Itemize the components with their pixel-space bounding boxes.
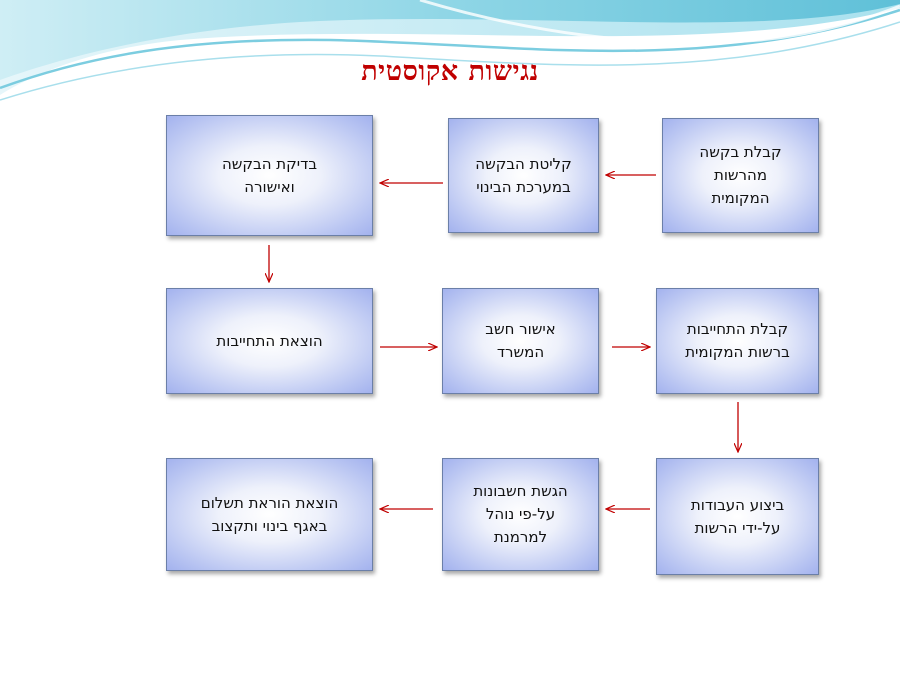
step-receive-commitment: קבלת התחייבות ברשות המקומית — [656, 288, 819, 394]
slide-title: נגישות אקוסטית — [0, 56, 900, 87]
step-perform-works: ביצוע העבודות על-ידי הרשות — [656, 458, 819, 575]
step-payment-order: הוצאת הוראת תשלום באגף בינוי ותקצוב — [166, 458, 373, 571]
header-wave-decoration — [0, 0, 900, 110]
step-receive-request: קבלת בקשה מהרשות המקומית — [662, 118, 819, 233]
step-review-approve: בדיקת הבקשה ואישורה — [166, 115, 373, 236]
step-intake-request: קליטת הבקשה במערכת הבינוי — [448, 118, 599, 233]
step-issue-commitment: הוצאת התחייבות — [166, 288, 373, 394]
step-submit-invoices: הגשת חשבונות על-פי נוהל למרמנת — [442, 458, 599, 571]
step-controller-approval: אישור חשב המשרד — [442, 288, 599, 394]
